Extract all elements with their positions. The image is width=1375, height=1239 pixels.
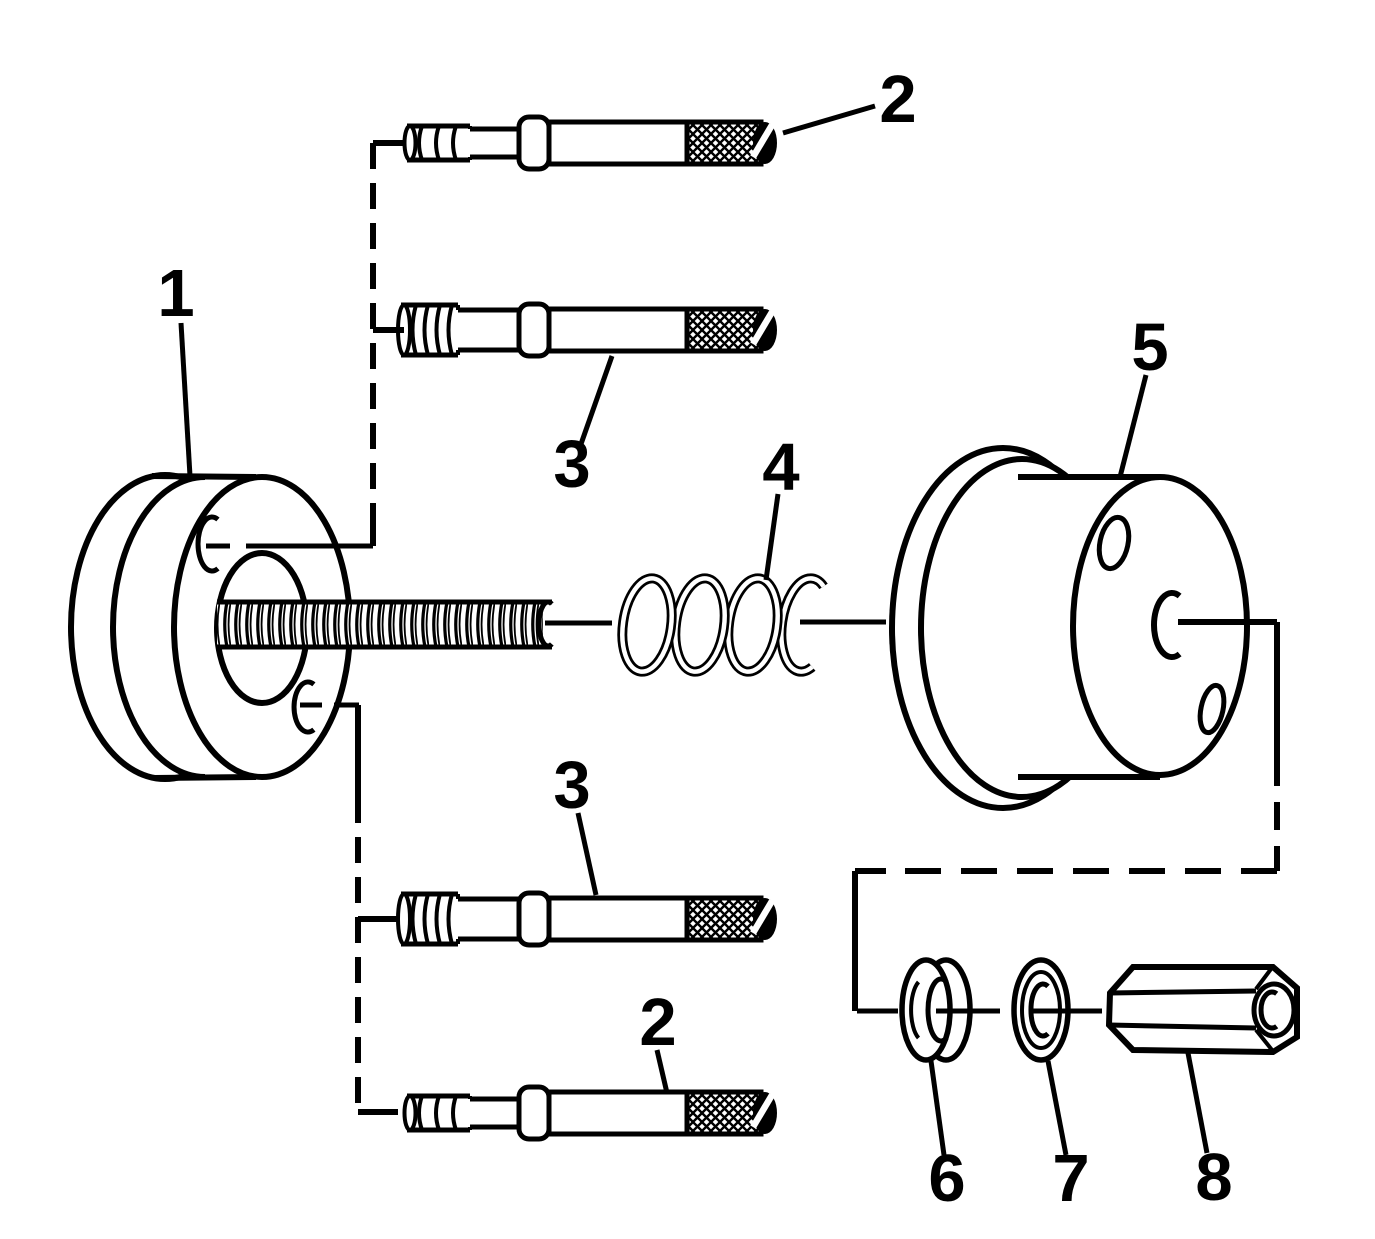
nut-chamfer-lines	[1254, 967, 1274, 1052]
body-face-hole-upper	[1096, 514, 1132, 572]
callout-5-label: 5	[1131, 310, 1168, 385]
callout-7-label: 7	[1052, 1141, 1089, 1216]
body-center-hole	[1150, 590, 1182, 660]
part-8-coupling-nut	[1105, 964, 1300, 1056]
callout-6-label: 6	[928, 1141, 965, 1216]
callout-4-leader	[763, 493, 781, 581]
callout-2-lower-leader	[654, 1049, 670, 1094]
part-5-cylinder-body	[889, 445, 1250, 811]
callout-3-upper-leader	[578, 355, 615, 445]
callout-6-leader	[928, 1060, 947, 1156]
flange-top-hole	[195, 514, 220, 574]
callout-2-lower-label: 2	[639, 985, 676, 1060]
body-face-hole-lower	[1197, 682, 1227, 736]
callout-5-leader	[1117, 374, 1149, 478]
assembly-line-top-left	[206, 140, 404, 549]
threaded-rod	[217, 599, 612, 650]
seal-washer-bore	[925, 976, 949, 1044]
callout-3-lower-leader	[575, 812, 599, 896]
flange-bottom-edge	[153, 774, 257, 781]
callout-7-leader	[1045, 1060, 1069, 1156]
assembly-line-bottom-left	[300, 702, 398, 1115]
nut-bore	[1258, 989, 1279, 1031]
callout-3-lower-label: 3	[553, 748, 590, 823]
spring-coil-1-inner	[620, 576, 674, 674]
nut-face-edge-top	[1109, 988, 1257, 996]
seal-washer-bore-arc	[909, 980, 921, 1040]
callout-2-top-label: 2	[879, 62, 916, 137]
callout-3-upper-label: 3	[553, 427, 590, 502]
rod-end-cap	[536, 599, 554, 649]
rod-threads	[217, 603, 543, 646]
callout-4-label: 4	[762, 430, 799, 505]
callout-leaders	[178, 103, 1210, 1156]
nut-face-edge-bottom	[1108, 1022, 1257, 1031]
callout-8-label: 8	[1195, 1140, 1232, 1215]
callout-1-label: 1	[157, 256, 194, 331]
callout-2-top-leader	[782, 103, 876, 136]
part-4-spring	[617, 573, 886, 677]
flange-top-edge	[151, 473, 257, 480]
assembly-line-right	[852, 619, 1280, 1011]
body-face	[1070, 474, 1250, 778]
callout-labels: 1 2 3 4 5 3 2 6 7 8	[157, 62, 1232, 1216]
flange-bottom-hole	[291, 679, 316, 735]
callout-8-leader	[1185, 1052, 1210, 1154]
nut-outline	[1105, 964, 1300, 1056]
callout-1-leader	[178, 322, 193, 477]
